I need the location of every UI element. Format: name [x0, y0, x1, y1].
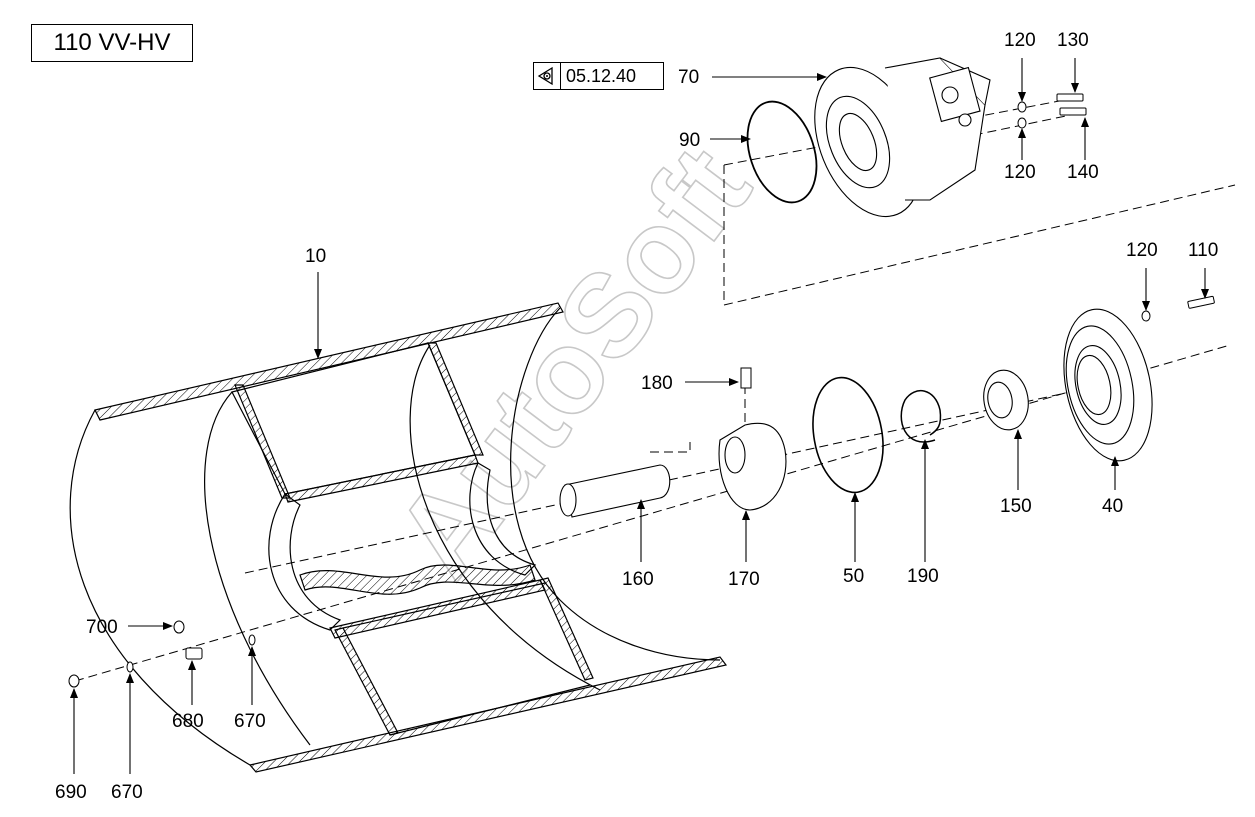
- part-small-hardware-bottom[interactable]: [68, 620, 256, 688]
- callout-670-left[interactable]: 670: [111, 782, 143, 803]
- drum-shell: [69, 302, 728, 773]
- callout-40[interactable]: 40: [1102, 496, 1123, 517]
- callout-120-middle[interactable]: 120: [1004, 162, 1036, 183]
- part-170-clamp[interactable]: [718, 422, 787, 511]
- watermark-text: AutoSoft: [370, 123, 775, 600]
- callout-110[interactable]: 110: [1188, 240, 1218, 261]
- callout-70[interactable]: 70: [678, 67, 699, 88]
- part-70-motor[interactable]: [794, 52, 991, 233]
- diagram-title: 110 VV-HV: [31, 24, 193, 62]
- callout-10[interactable]: 10: [305, 246, 326, 267]
- leader-lines: [70, 58, 1209, 774]
- reference-label: 05.12.40: [566, 65, 637, 86]
- callout-190[interactable]: 190: [907, 566, 939, 587]
- callout-90[interactable]: 90: [679, 130, 700, 151]
- callout-150[interactable]: 150: [1000, 496, 1032, 517]
- callout-50[interactable]: 50: [843, 566, 864, 587]
- callout-670-right[interactable]: 670: [234, 711, 266, 732]
- part-150-bearing[interactable]: [979, 367, 1033, 434]
- callout-700[interactable]: 700: [86, 617, 118, 638]
- part-110-120-hardware[interactable]: [1141, 295, 1215, 322]
- callout-140[interactable]: 140: [1067, 162, 1099, 183]
- reference-link[interactable]: 05.12.40: [533, 62, 664, 90]
- callout-120-top[interactable]: 120: [1004, 30, 1036, 51]
- part-190-circlip[interactable]: [900, 390, 942, 443]
- callout-680[interactable]: 680: [172, 711, 204, 732]
- callout-120-right[interactable]: 120: [1126, 240, 1158, 261]
- part-50-ring[interactable]: [804, 372, 891, 498]
- view-reference-icon: [534, 63, 561, 89]
- part-120-130-140-hardware[interactable]: [1017, 93, 1087, 129]
- callout-690[interactable]: 690: [55, 782, 87, 803]
- part-90-o-ring[interactable]: [735, 93, 828, 212]
- callout-180[interactable]: 180: [641, 373, 673, 394]
- part-160-shaft[interactable]: [559, 464, 671, 518]
- callout-130[interactable]: 130: [1057, 30, 1089, 51]
- callout-160[interactable]: 160: [622, 569, 654, 590]
- part-40-bearing-housing[interactable]: [1051, 301, 1165, 469]
- part-180-bolt[interactable]: [740, 367, 752, 389]
- callout-170[interactable]: 170: [728, 569, 760, 590]
